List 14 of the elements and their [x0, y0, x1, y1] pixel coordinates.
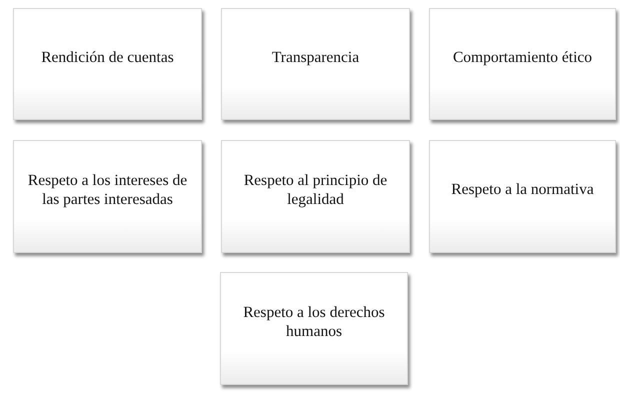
- principle-box: [221, 8, 410, 120]
- box-label: Respeto a los intereses de las partes interesadas: [26, 172, 188, 210]
- principle-box: [429, 140, 616, 253]
- box-label: Respeto a la normativa: [451, 181, 594, 200]
- principle-box: [13, 8, 202, 120]
- principle-box: [13, 140, 202, 253]
- box-label: Respeto a los derechos humanos: [242, 304, 386, 342]
- principle-box: [221, 140, 410, 253]
- box-label: Respeto al principio de legalidad: [242, 172, 388, 210]
- box-label: Transparencia: [272, 48, 360, 68]
- principle-box: [220, 272, 408, 385]
- principle-box: [429, 8, 616, 120]
- box-label: Comportamiento ético: [452, 48, 592, 68]
- box-label: Rendición de cuentas: [41, 48, 174, 68]
